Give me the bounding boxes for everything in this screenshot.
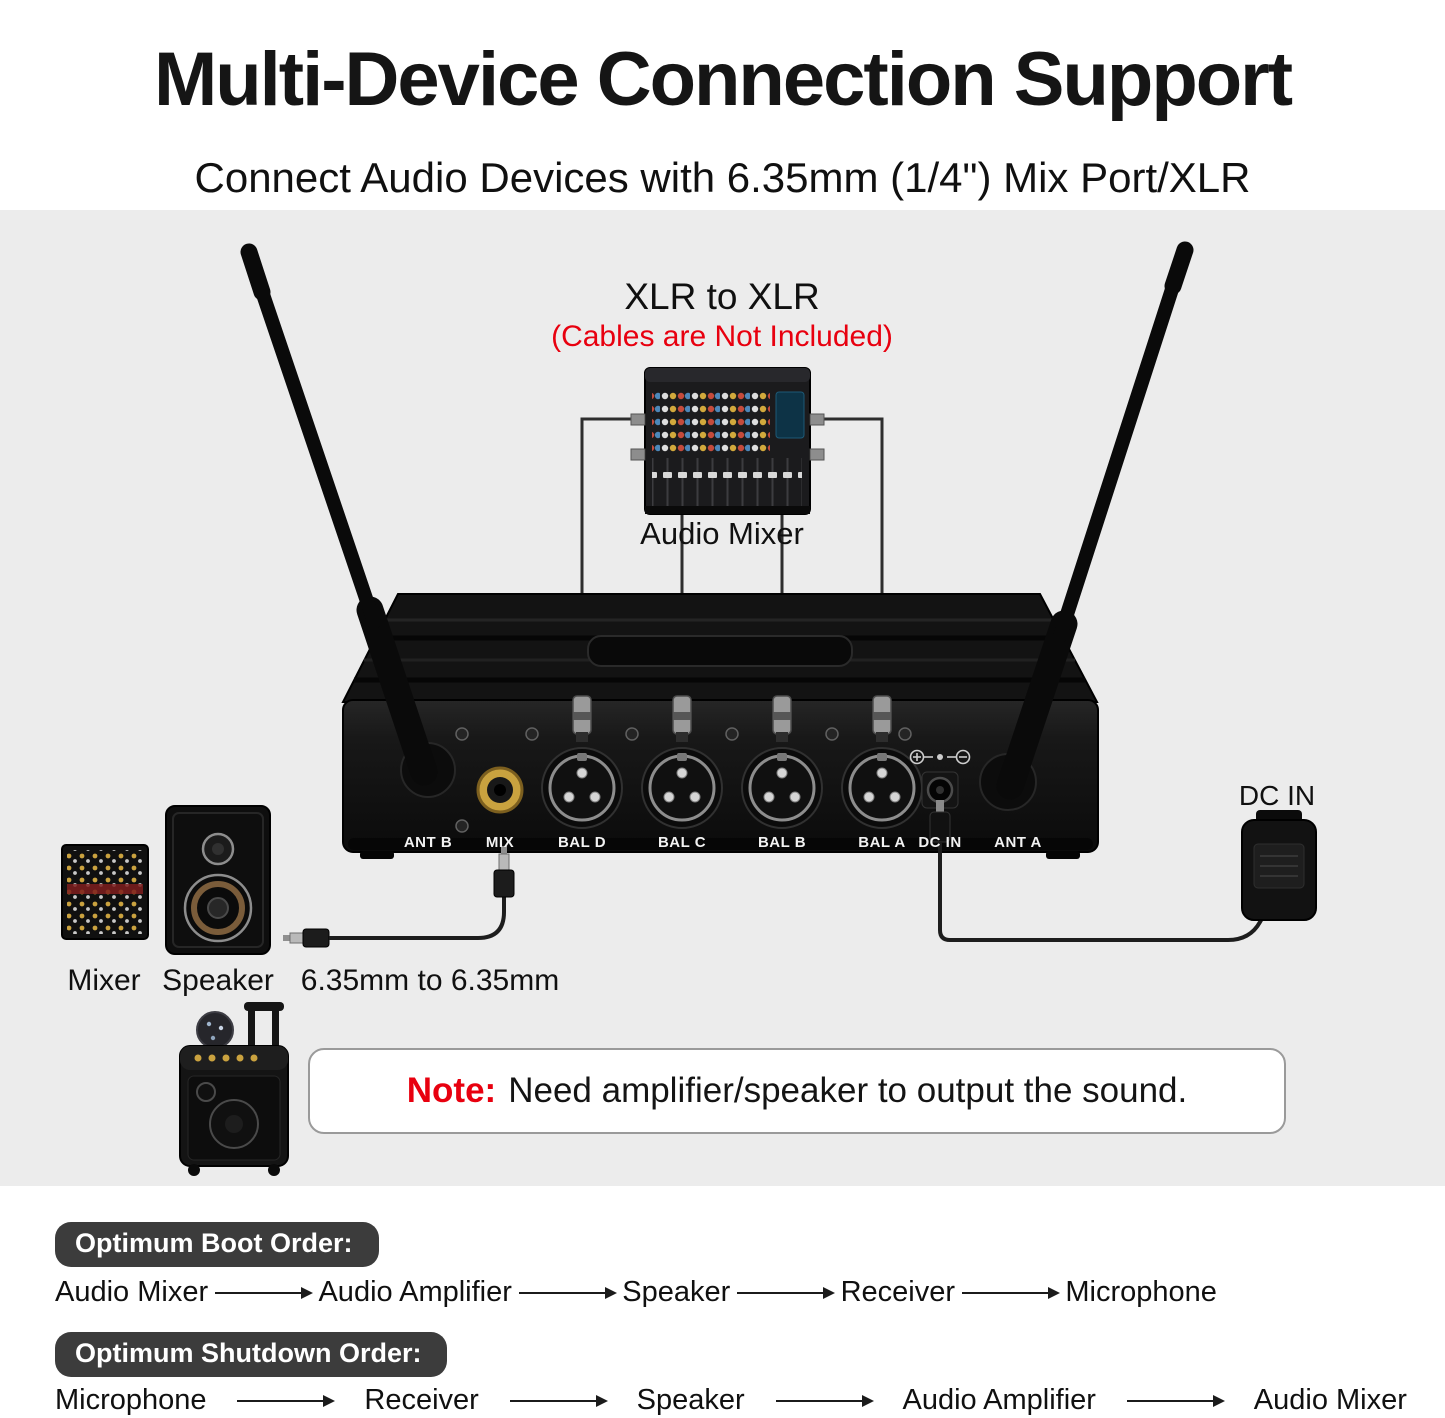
port-label-ant-b: ANT B [403, 834, 453, 851]
shutdown-step-2: Receiver [364, 1384, 479, 1416]
boot-step-5: Microphone [1065, 1276, 1217, 1308]
boot-order-badge: Optimum Boot Order: [55, 1222, 379, 1267]
flow-arrow-icon [775, 1394, 874, 1407]
mixer-caption: Mixer [67, 964, 141, 997]
port-label-mix: MIX [485, 834, 515, 851]
port-label-ant-a: ANT A [994, 834, 1042, 851]
shutdown-step-4: Audio Amplifier [902, 1384, 1096, 1416]
port-label-bal-d: BAL D [557, 834, 607, 851]
port-label-bal-b: BAL B [757, 834, 807, 851]
page-subtitle: Connect Audio Devices with 6.35mm (1/4")… [194, 154, 1251, 201]
flow-arrow-icon [215, 1286, 314, 1299]
port-label-bal-a: BAL A [858, 834, 906, 851]
flow-arrow-icon [737, 1286, 836, 1299]
note-text: Need amplifier/speaker to output the sou… [508, 1071, 1188, 1110]
flow-arrow-icon [962, 1286, 1061, 1299]
port-label-bal-c: BAL C [657, 834, 707, 851]
page-title: Multi-Device Connection Support [153, 37, 1293, 122]
shutdown-order-badge: Optimum Shutdown Order: [55, 1332, 448, 1377]
port-label-dc-in: DC IN [918, 834, 962, 851]
boot-order-row: Audio Mixer Audio Amplifier Speaker Rece… [55, 1276, 1217, 1309]
flow-arrow-icon [509, 1394, 608, 1407]
boot-step-4: Receiver [840, 1276, 956, 1308]
note-box: Note: Need amplifier/speaker to output t… [308, 1048, 1286, 1134]
xlr-to-xlr-label: XLR to XLR [624, 276, 820, 317]
shutdown-step-3: Speaker [636, 1384, 745, 1416]
boot-step-3: Speaker [622, 1276, 731, 1308]
gray-background-band [0, 210, 1445, 1186]
speaker-caption: Speaker [162, 964, 274, 997]
boot-step-1: Audio Mixer [55, 1276, 209, 1308]
flow-arrow-icon [1126, 1394, 1225, 1407]
shutdown-order-row: Microphone Receiver Speaker Audio Amplif… [55, 1384, 1407, 1417]
flow-arrow-icon [519, 1286, 618, 1299]
flow-arrow-icon [237, 1394, 336, 1407]
cables-not-included-label: (Cables are Not Included) [551, 320, 893, 353]
boot-step-2: Audio Amplifier [318, 1276, 512, 1308]
audio-mixer-caption: Audio Mixer [640, 516, 804, 551]
note-label: Note: [406, 1071, 497, 1110]
shutdown-step-5: Audio Mixer [1253, 1384, 1407, 1416]
shutdown-step-1: Microphone [55, 1384, 207, 1416]
dc-in-caption: DC IN [1238, 780, 1316, 811]
cable-635-caption: 6.35mm to 6.35mm [300, 964, 560, 997]
